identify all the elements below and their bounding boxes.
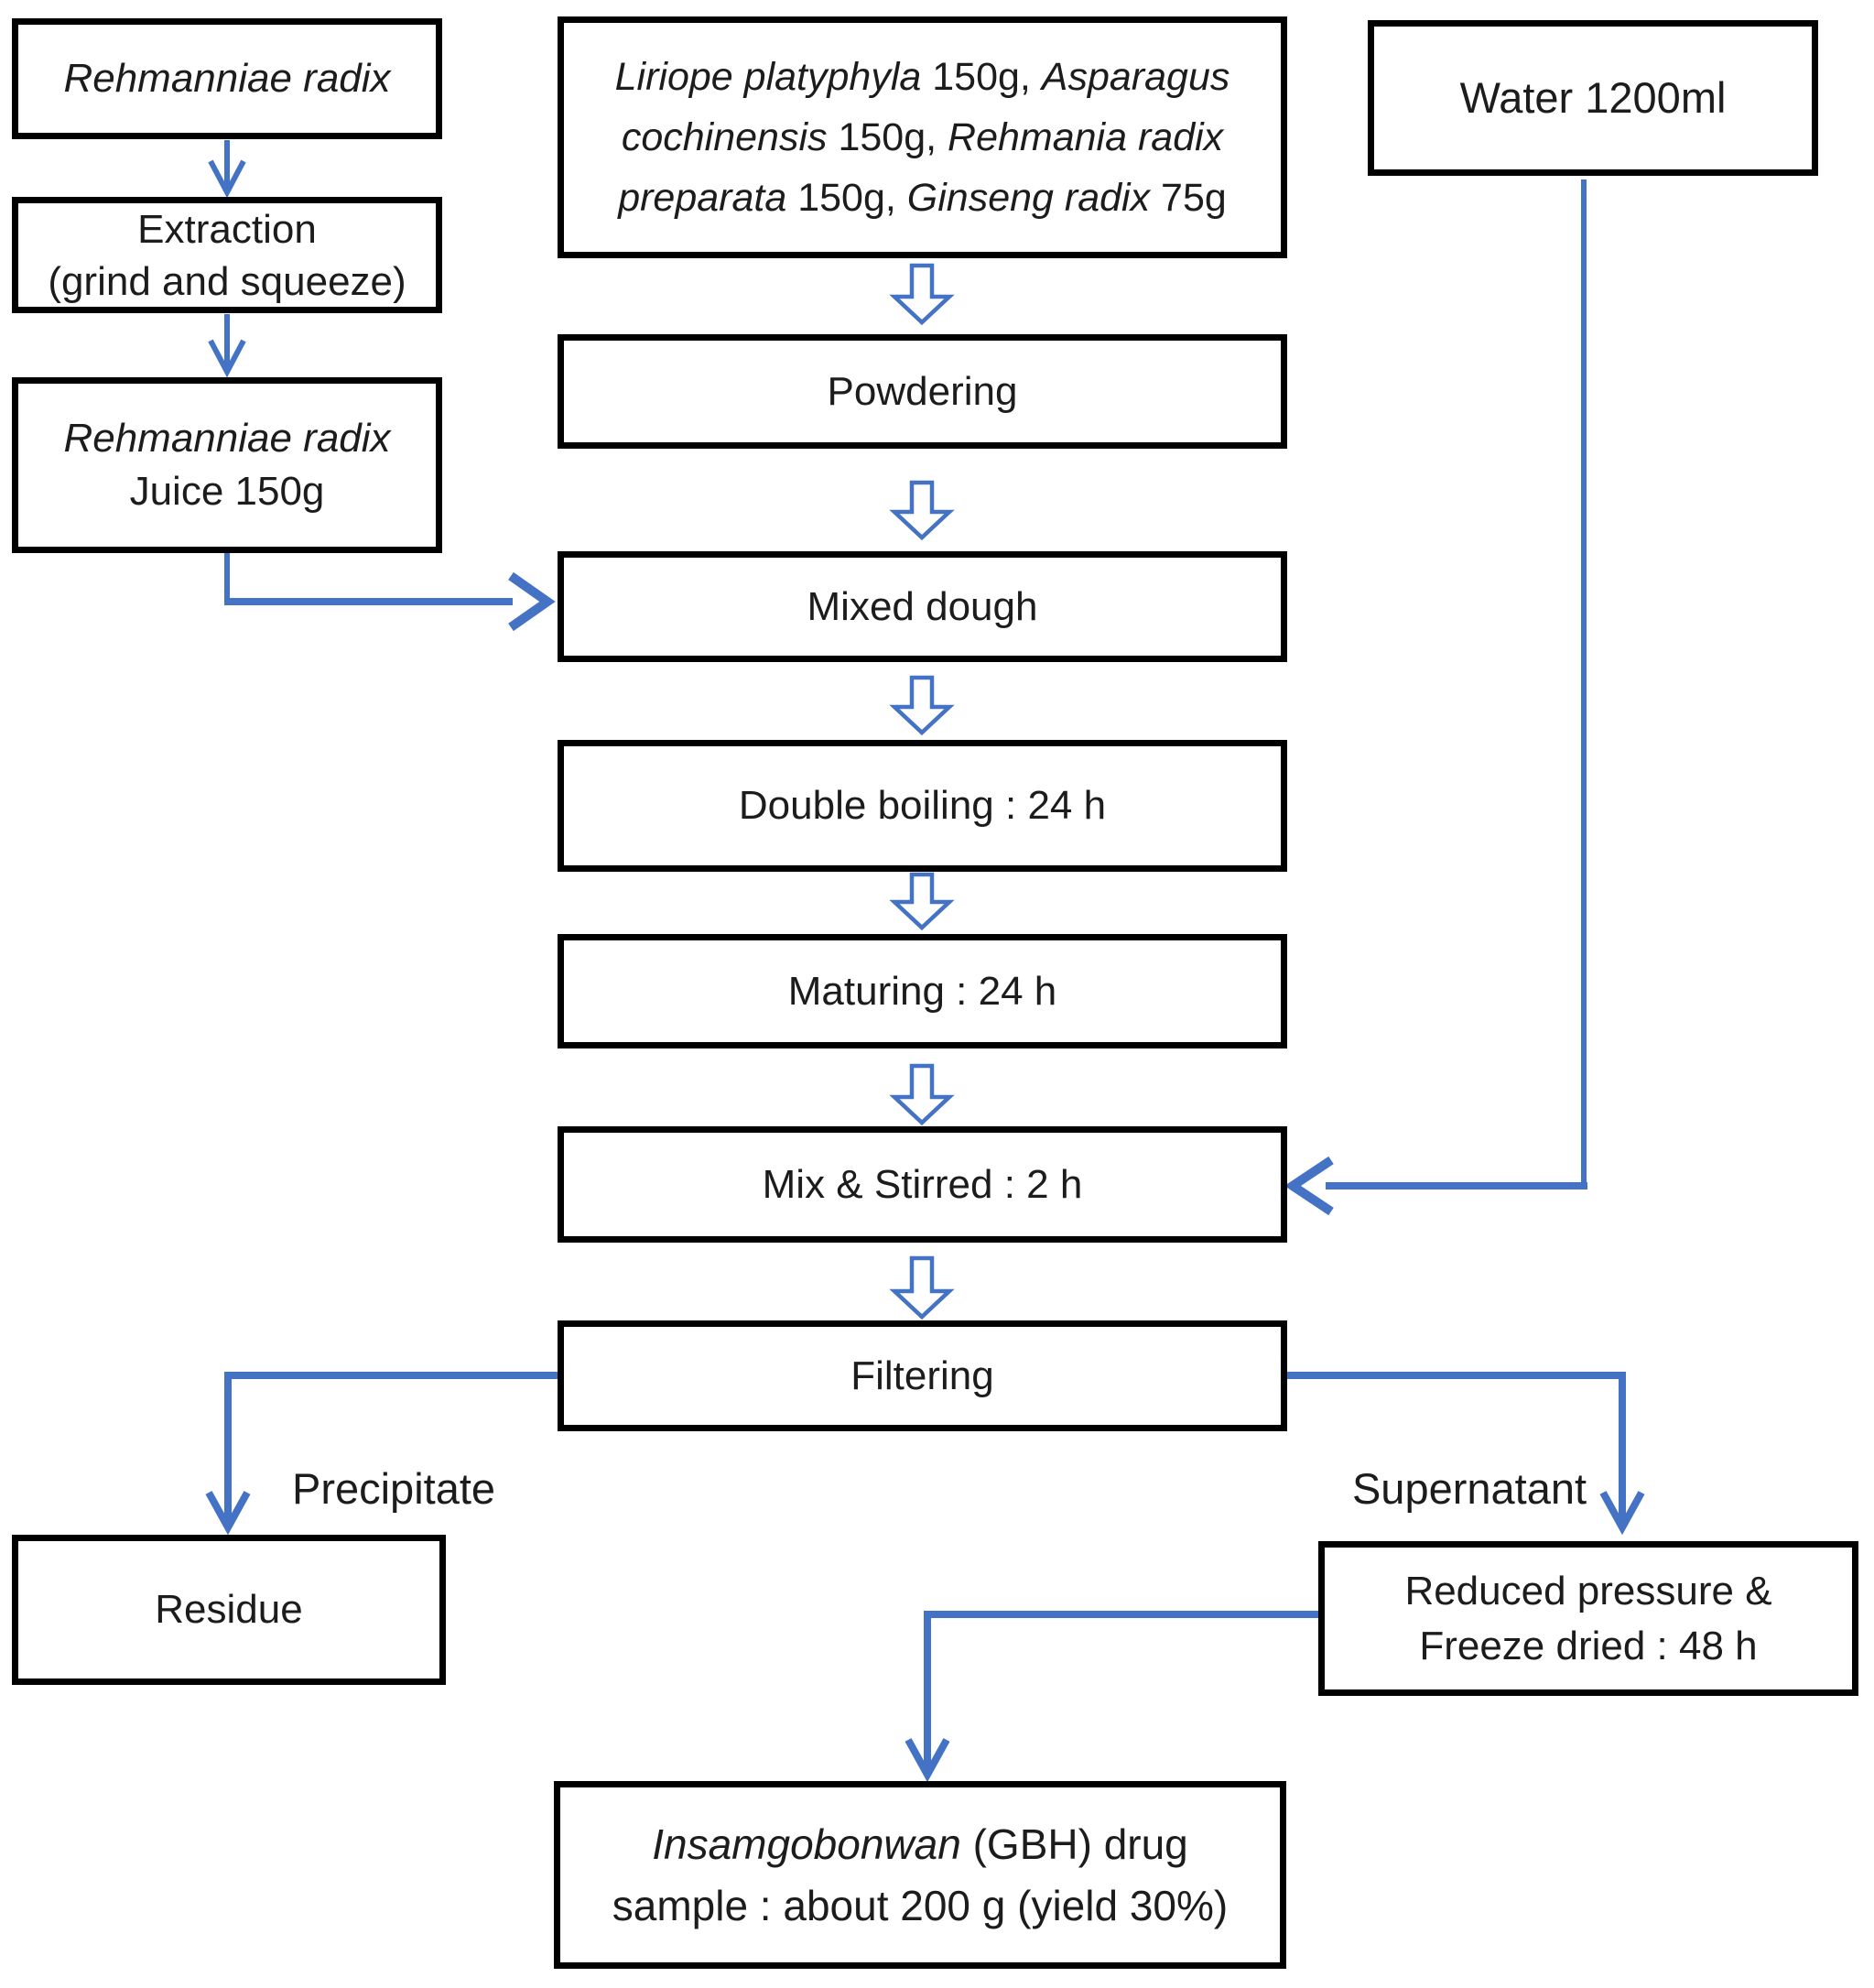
text-line: Mix & Stirred : 2 h bbox=[762, 1161, 1083, 1207]
text-line: Rehmanniae radix bbox=[63, 56, 391, 102]
text-line: Insamgobonwan (GBH) drug bbox=[652, 1820, 1188, 1868]
arrow-filtering-to-residue bbox=[205, 1372, 558, 1536]
text-line: sample : about 200 g (yield 30%) bbox=[612, 1881, 1229, 1929]
box-maturing: Maturing : 24 h bbox=[558, 934, 1287, 1048]
box-mix-stirred: Mix & Stirred : 2 h bbox=[558, 1126, 1287, 1243]
text-line: Extraction bbox=[137, 206, 317, 252]
box-reduced-pressure-freeze-dried: Reduced pressure & Freeze dried : 48 h bbox=[1318, 1541, 1858, 1696]
box-mixed-dough: Mixed dough bbox=[558, 551, 1287, 662]
text-line: Juice 150g bbox=[129, 469, 325, 514]
arrow-filtering-to-reduced bbox=[1287, 1372, 1645, 1536]
block-arrow-mixed-dough-to-double-boiling bbox=[889, 675, 955, 736]
text-line: preparata 150g, Ginseng radix 75g bbox=[618, 176, 1227, 220]
label-precipitate: Precipitate bbox=[291, 1464, 496, 1513]
text-line: Liriope platyphyla 150g, Asparagus bbox=[614, 55, 1230, 99]
box-water: Water 1200ml bbox=[1368, 20, 1818, 176]
text-line: Mixed dough bbox=[807, 583, 1038, 629]
arrow-water-to-mix-stirred bbox=[1284, 179, 1587, 1216]
arrow-juice-to-mixed-dough bbox=[224, 553, 556, 632]
box-ingredients: Liriope platyphyla 150g, Asparagus cochin… bbox=[558, 16, 1287, 258]
text-line: Double boiling : 24 h bbox=[738, 783, 1107, 829]
block-arrow-ingredients-to-powdering bbox=[889, 263, 955, 326]
text-line: Rehmanniae radix bbox=[63, 416, 391, 461]
text-line: Filtering bbox=[850, 1352, 994, 1398]
box-filtering: Filtering bbox=[558, 1320, 1287, 1431]
block-arrow-maturing-to-mix-stirred bbox=[889, 1063, 955, 1126]
arrow-reduced-to-final bbox=[905, 1611, 1318, 1783]
arrow-source-to-extraction bbox=[208, 140, 246, 199]
arrow-extraction-to-juice bbox=[208, 314, 246, 378]
text-line: cochinensis 150g, Rehmania radix bbox=[621, 115, 1224, 159]
text-line: Reduced pressure & bbox=[1404, 1568, 1772, 1613]
box-powdering: Powdering bbox=[558, 334, 1287, 449]
text-line: Freeze dried : 48 h bbox=[1419, 1623, 1758, 1668]
box-extraction: Extraction (grind and squeeze) bbox=[12, 197, 442, 313]
box-rehmanniae-radix: Rehmanniae radix bbox=[12, 18, 442, 139]
box-double-boiling: Double boiling : 24 h bbox=[558, 740, 1287, 872]
box-insamgobonwan-product: Insamgobonwan (GBH) drug sample : about 2… bbox=[554, 1781, 1286, 1969]
text-line: Maturing : 24 h bbox=[787, 968, 1057, 1014]
block-arrow-double-boiling-to-maturing bbox=[889, 872, 955, 931]
block-arrow-powdering-to-mixed-dough bbox=[889, 480, 955, 541]
text-line: (grind and squeeze) bbox=[48, 258, 406, 304]
text-line: Water 1200ml bbox=[1459, 73, 1727, 123]
text-line: Powdering bbox=[827, 368, 1018, 414]
label-supernatant: Supernatant bbox=[1351, 1464, 1587, 1513]
text-line: Residue bbox=[155, 1587, 303, 1633]
box-residue: Residue bbox=[12, 1535, 446, 1685]
block-arrow-mix-stirred-to-filtering bbox=[889, 1255, 955, 1320]
